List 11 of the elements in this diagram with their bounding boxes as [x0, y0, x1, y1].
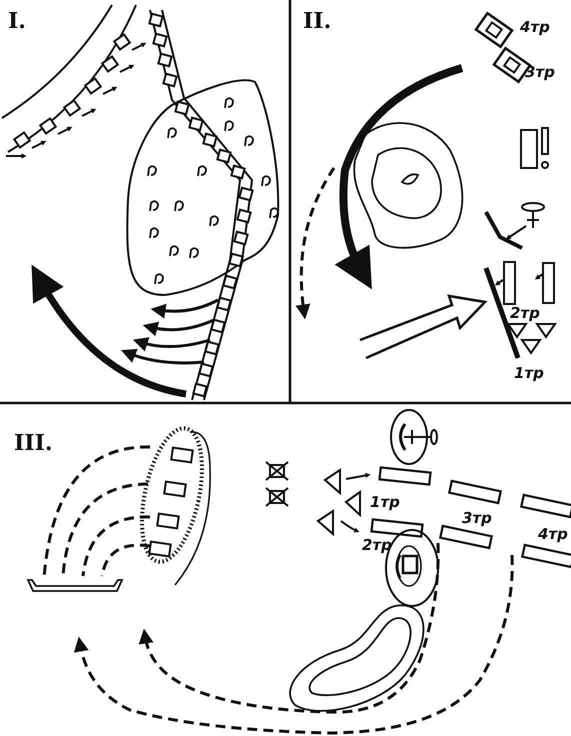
unit-label: 2тр — [510, 306, 540, 321]
panel-number: III. — [14, 432, 53, 454]
unit-label: 3тр — [525, 65, 555, 80]
unit-label: 1тр — [370, 495, 400, 510]
unit-label: 3тр — [462, 511, 492, 526]
unit-label: 2тр — [362, 538, 392, 553]
panel-number: I. — [8, 10, 26, 32]
unit-label: 4тр — [538, 527, 568, 542]
unit-label: 1тр — [514, 366, 544, 381]
unit-label: 4тр — [520, 20, 550, 35]
panel-number: II. — [303, 10, 332, 32]
